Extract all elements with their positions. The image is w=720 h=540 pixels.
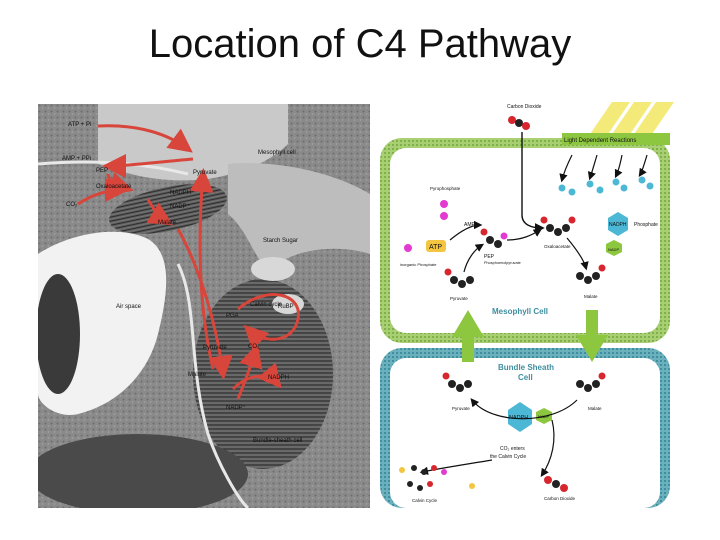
label-nadp-bottom: NADP⁺	[226, 404, 246, 411]
label-pyruvate-bottom: Pyruvate	[203, 345, 227, 351]
label-starch-sugar: Starch Sugar	[263, 238, 298, 244]
pyrophosphate-molecule	[440, 200, 448, 220]
label-nadph: NADPH	[609, 222, 627, 228]
label-nadp-top: NADP⁺	[170, 203, 190, 210]
label-rubp: RuBP	[278, 304, 294, 310]
label-light-reactions: Light Dependent Reactions	[564, 138, 636, 144]
upper-right-cell	[228, 163, 370, 268]
pyruvate-molecule-bottom	[442, 372, 472, 392]
label-phosphoenolpyruvate: Phosphoenolpyruvate	[484, 261, 521, 265]
arrow-pyruvate-to-pep	[463, 243, 485, 273]
label-nadph-bottom: NADPH	[509, 415, 528, 421]
arrow-malate-down	[176, 228, 233, 380]
label-malate-top: Malate	[158, 220, 177, 226]
pep-molecule	[480, 228, 508, 248]
label-malate-bottom: Malate	[588, 406, 602, 411]
arrow-pep-to-oxaloacetate	[506, 228, 543, 241]
label-air-space: Air space	[116, 304, 142, 310]
transfer-arrow-down	[576, 310, 608, 362]
atp-badge	[426, 240, 446, 252]
arrow-malate-to-pyruvate	[470, 398, 578, 420]
starch-granule	[251, 257, 295, 281]
label-pyruvate-top: Pyruvate	[450, 296, 468, 301]
cell-wall	[176, 263, 250, 508]
label-malate-top: Malate	[584, 294, 598, 299]
co2-molecule-top	[508, 116, 530, 130]
mesophyll-cytoplasm	[98, 104, 288, 181]
label-co2-enters-2: the Calvin Cycle	[490, 454, 526, 460]
label-pyruvate-top: Pyruvate	[193, 170, 217, 176]
starch-granule	[272, 294, 304, 314]
label-bundle-sheath-2: Cell	[518, 373, 533, 382]
label-amp: AMP	[464, 222, 476, 228]
label-co2: CO₂	[66, 202, 78, 208]
transfer-arrow-up	[452, 310, 484, 362]
amp-molecule	[404, 244, 412, 252]
arrow-oxaloacetate-to-malate	[566, 237, 589, 271]
label-nadp: NADP	[608, 247, 619, 252]
label-bundle-sheath: Bundle-sheath cell	[253, 438, 302, 444]
label-calvin-cycle: Calvin cycle	[250, 302, 283, 308]
label-pep: PEP	[484, 254, 495, 260]
label-inorganic-phosphate: inorganic Phosphate	[400, 262, 437, 267]
light-product-molecules	[558, 176, 654, 196]
label-pyrophosphate: Pyrophosphate	[430, 186, 461, 191]
arrow-oxaloacetate-to-malate	[146, 198, 174, 226]
arrow-co2-to-calvin	[419, 459, 493, 475]
light-stripes	[586, 102, 674, 140]
label-amp-ppi: AMP + PPi	[62, 156, 91, 162]
calvin-cycle-molecules	[399, 465, 475, 491]
label-co2-bottom: CO₂	[248, 344, 260, 350]
arrow-malate-to-co2	[236, 343, 263, 400]
malate-molecule-bottom	[576, 372, 606, 392]
label-carbon-dioxide-top: Carbon Dioxide	[507, 104, 542, 110]
label-nadph-top: NADPH	[170, 190, 191, 196]
arrow-calvin-loop	[237, 293, 300, 351]
label-atp-pi: ATP + Pi	[68, 122, 91, 128]
nadph-badge	[608, 212, 628, 236]
arrow-pyruvate-up	[189, 168, 215, 370]
nadp-badge	[606, 240, 622, 256]
label-nadph-bottom: NADPH	[268, 375, 289, 381]
arrow-pyruvate-to-pep	[102, 153, 194, 178]
label-mesophyll-cell: Mesophyll Cell	[492, 307, 548, 316]
arrow-co2-to-oxaloacetate	[521, 132, 545, 233]
malate-molecule-top	[576, 264, 606, 284]
micrograph-panel: ATP + Pi AMP + PPi PEP Oxaloacetate CO₂ …	[38, 104, 370, 508]
co2-molecule-bottom	[544, 476, 568, 492]
label-pga: PGA	[226, 313, 239, 319]
label-co2-enters-1: CO₂ enters	[500, 446, 525, 452]
pyruvate-molecule-top	[444, 268, 474, 288]
arrow-co2-to-oxaloacetate	[77, 178, 129, 206]
label-bundle-sheath-1: Bundle Sheath	[498, 363, 554, 372]
lower-chloroplast	[38, 434, 248, 508]
label-mesophyll-cell: Mesophyll cell	[258, 150, 296, 156]
left-cell-chloroplast	[38, 274, 80, 394]
schematic-panel: Light Dependent Reactions Carbon Dioxide…	[380, 102, 674, 508]
oxaloacetate-molecule	[540, 216, 576, 236]
label-carbon-dioxide-bottom: Carbon Dioxide	[544, 496, 576, 501]
label-pyruvate-bottom: Pyruvate	[452, 406, 470, 411]
arrow-atp-to-pep	[97, 124, 193, 153]
label-malate-bottom: Malate	[188, 372, 207, 378]
label-oxaloacetate: Oxaloacetate	[96, 184, 132, 190]
bundle-sheath-cell-interior	[390, 358, 660, 508]
label-pep: PEP	[96, 168, 108, 174]
nadph-badge-bottom	[508, 402, 532, 432]
label-atp: ATP	[429, 244, 442, 251]
label-oxaloacetate: Oxaloacetate	[544, 244, 571, 249]
arrow-nadph-loop	[231, 362, 282, 391]
slide-title: Location of C4 Pathway	[148, 22, 572, 66]
label-calvin-cycle: Calvin Cycle	[412, 498, 438, 503]
mesophyll-cell-interior	[390, 148, 660, 333]
label-phosphate: Phosphate	[634, 222, 658, 228]
arrow-co2-release	[540, 419, 555, 477]
arrow-atp-cycle	[449, 220, 483, 241]
light-reactions-band	[562, 133, 670, 145]
